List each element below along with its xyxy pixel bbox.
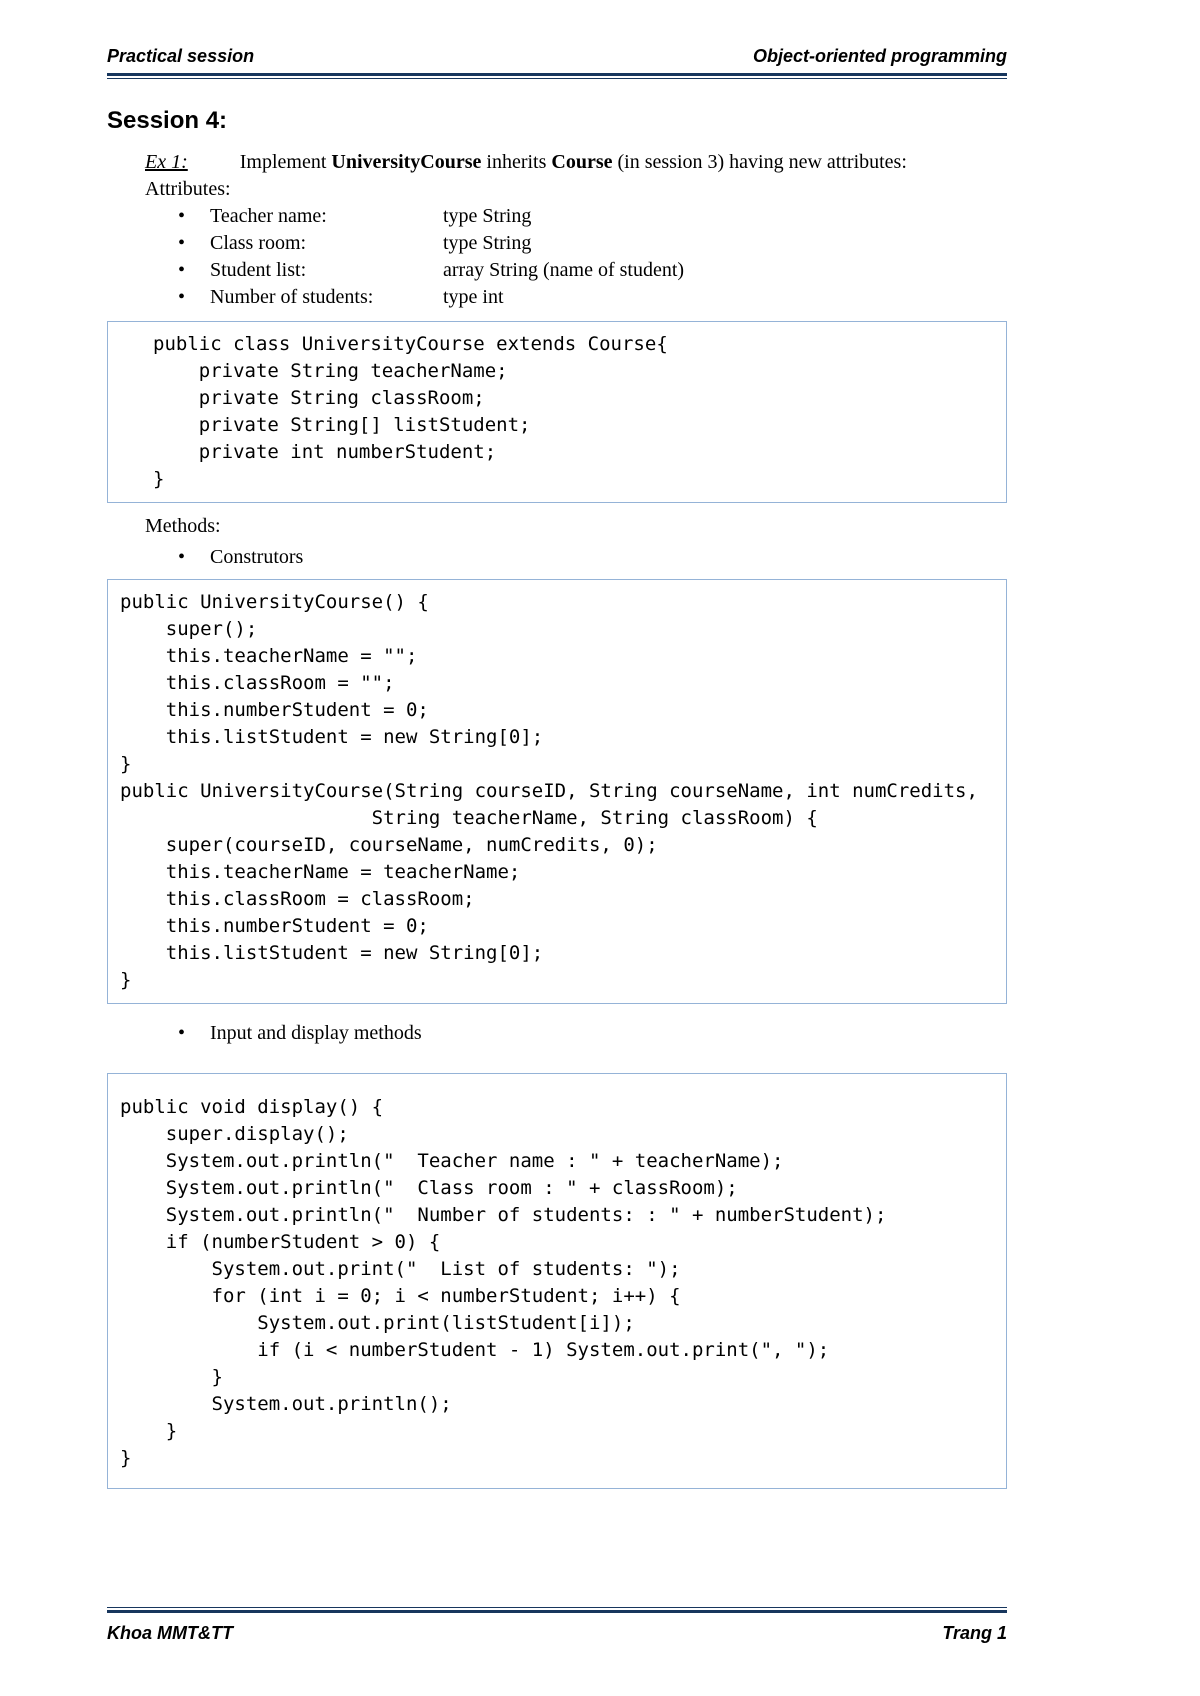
attribute-label: Number of students:: [210, 286, 374, 308]
list-item: • Class room: type String: [178, 230, 1007, 257]
bullet-icon: •: [178, 232, 186, 254]
bullet-icon: •: [178, 205, 186, 227]
header-rule: [107, 73, 1007, 79]
page-header: Practical session Object-oriented progra…: [107, 46, 1007, 79]
exercise-text-3: (in session 3) having new attributes:: [612, 151, 907, 173]
header-left-text: Practical session: [107, 46, 255, 66]
bullet-icon: •: [178, 286, 186, 308]
code-block-class-definition: public class UniversityCourse extends Co…: [107, 321, 1007, 503]
attribute-label: Student list:: [210, 259, 307, 281]
attributes-list: • Teacher name: type String • Class room…: [107, 203, 1007, 311]
exercise-bold-course: Course: [551, 151, 613, 173]
attributes-heading: Attributes:: [145, 178, 231, 200]
bullet-icon: •: [178, 259, 186, 281]
list-item: • Teacher name: type String: [178, 203, 1007, 230]
bullet-display-label: Input and display methods: [210, 1022, 422, 1044]
footer-right-text: Trang 1: [942, 1623, 1007, 1643]
attribute-label: Class room:: [210, 232, 307, 254]
exercise-text-2: inherits: [481, 151, 552, 173]
code-block-constructors: public UniversityCourse() { super(); thi…: [107, 579, 1007, 1004]
attribute-type: type int: [443, 286, 504, 308]
exercise-label: Ex 1:: [145, 151, 188, 173]
exercise-text-1: Implement: [239, 151, 332, 173]
list-item: • Input and display methods: [178, 1020, 1007, 1047]
exercise-line: Ex 1: Implement UniversityCourse inherits…: [145, 149, 1007, 176]
attribute-label: Teacher name:: [210, 205, 327, 227]
bullet-icon: •: [178, 1022, 186, 1044]
list-item: • Number of students: type int: [178, 284, 1007, 311]
footer-rule: [107, 1607, 1007, 1613]
page-footer: Khoa MMT&TT Trang 1: [107, 1607, 1007, 1644]
header-right-text: Object-oriented programming: [752, 46, 1007, 66]
footer-left-text: Khoa MMT&TT: [107, 1623, 233, 1643]
bullet-constructors-label: Construtors: [210, 546, 304, 568]
methods-heading: Methods:: [145, 515, 221, 537]
bullet-icon: •: [178, 546, 186, 568]
attribute-type: array String (name of student): [443, 259, 685, 281]
attribute-type: type String: [443, 232, 532, 254]
list-item: • Construtors: [178, 544, 1007, 571]
list-item: • Student list: array String (name of st…: [178, 257, 1007, 284]
exercise-bold-universitycourse: UniversityCourse: [331, 151, 482, 173]
code-block-display-method: public void display() { super.display();…: [107, 1073, 1007, 1489]
attribute-type: type String: [443, 205, 532, 227]
page-title: Session 4:: [107, 107, 228, 134]
